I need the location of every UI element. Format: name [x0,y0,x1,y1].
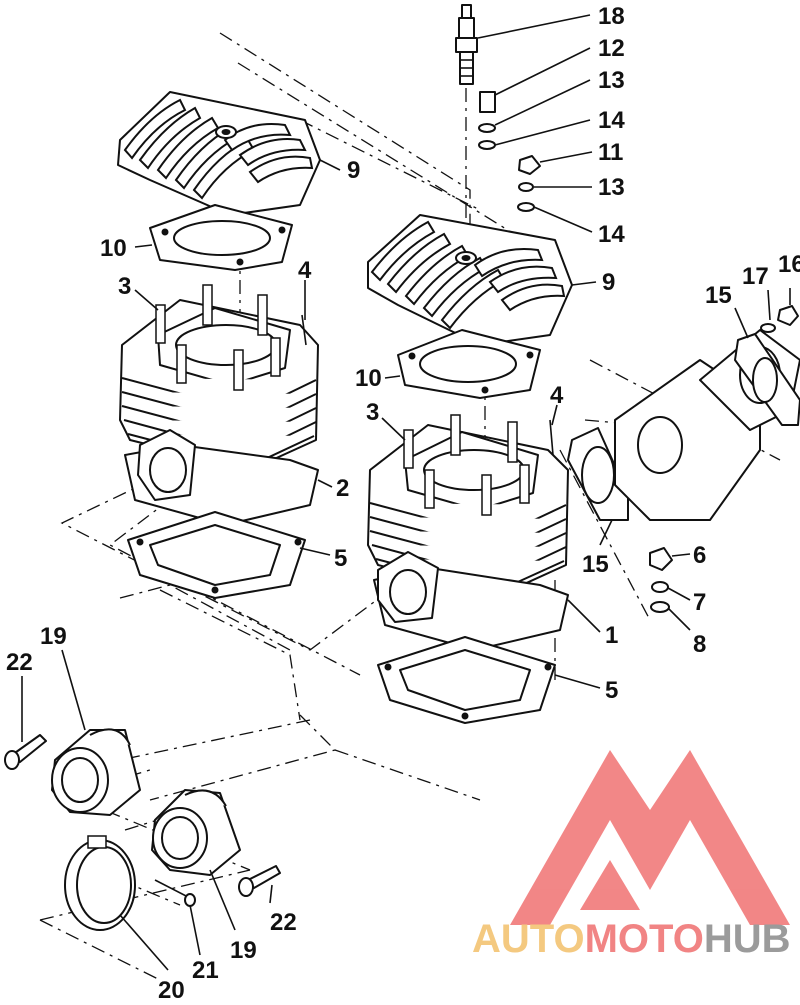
callout-13: 13 [598,67,625,94]
callout-2: 2 [336,475,349,502]
screw-22-left [4,734,47,770]
callout-12: 12 [598,35,625,62]
callout-20: 20 [158,977,185,1004]
cylinder-head-right [367,214,573,346]
callout-4: 4 [298,257,312,284]
callout-18: 18 [598,3,625,30]
screw-22-right [238,865,281,897]
intake-boot-right [151,789,241,876]
callout-13: 13 [598,174,625,201]
base-gasket-right [377,636,556,724]
callout-3: 3 [118,273,131,300]
watermark-auto: AUTO [472,917,585,961]
callout-22: 22 [6,649,33,676]
watermark-moto: MOTO [585,917,704,961]
screw-21 [154,879,196,907]
callout-14: 14 [598,107,625,134]
leader-lines [21,14,791,971]
callout-19: 19 [230,937,257,964]
base-gasket-left [127,511,306,599]
watermark-logo: AUTOMOTOHUB [472,750,791,961]
callout-1: 1 [605,622,618,649]
spark-plug [455,4,478,85]
callout-5: 5 [605,677,618,704]
callout-10: 10 [100,235,127,262]
callout-3: 3 [366,399,379,426]
callout-11: 11 [598,139,623,166]
callout-14: 14 [598,221,625,248]
hose-clamp [64,835,136,931]
cylinder-left [119,284,319,526]
callout-21: 21 [192,957,219,984]
nut-and-washers-top [478,91,541,212]
callout-16: 16 [778,251,800,278]
callout-9: 9 [347,157,360,184]
callout-19: 19 [40,623,67,650]
callout-8: 8 [693,631,706,658]
callout-15: 15 [582,551,609,578]
callout-7: 7 [693,589,706,616]
callout-9: 9 [602,269,615,296]
exhaust-manifold [614,329,800,521]
callout-4: 4 [550,382,564,409]
watermark-hub: HUB [704,917,791,961]
callout-22: 22 [270,909,297,936]
callout-labels: 18 12 13 14 11 13 14 9 9 16 17 15 10 3 4… [6,3,800,1004]
head-gasket-left [149,204,293,271]
callout-5: 5 [334,545,347,572]
watermark-text: AUTOMOTOHUB [472,917,791,961]
callout-6: 6 [693,542,706,569]
exhaust-gasket-center [567,427,629,521]
callout-15: 15 [705,282,732,309]
head-gasket-right [397,329,541,399]
cylinder-head-left [117,91,321,216]
nut-and-washers-right [649,305,799,613]
logo-mark-icon [510,750,790,925]
intake-boot-left [51,728,141,816]
cylinder-right [367,414,569,651]
callout-10: 10 [355,365,382,392]
callout-17: 17 [742,263,769,290]
